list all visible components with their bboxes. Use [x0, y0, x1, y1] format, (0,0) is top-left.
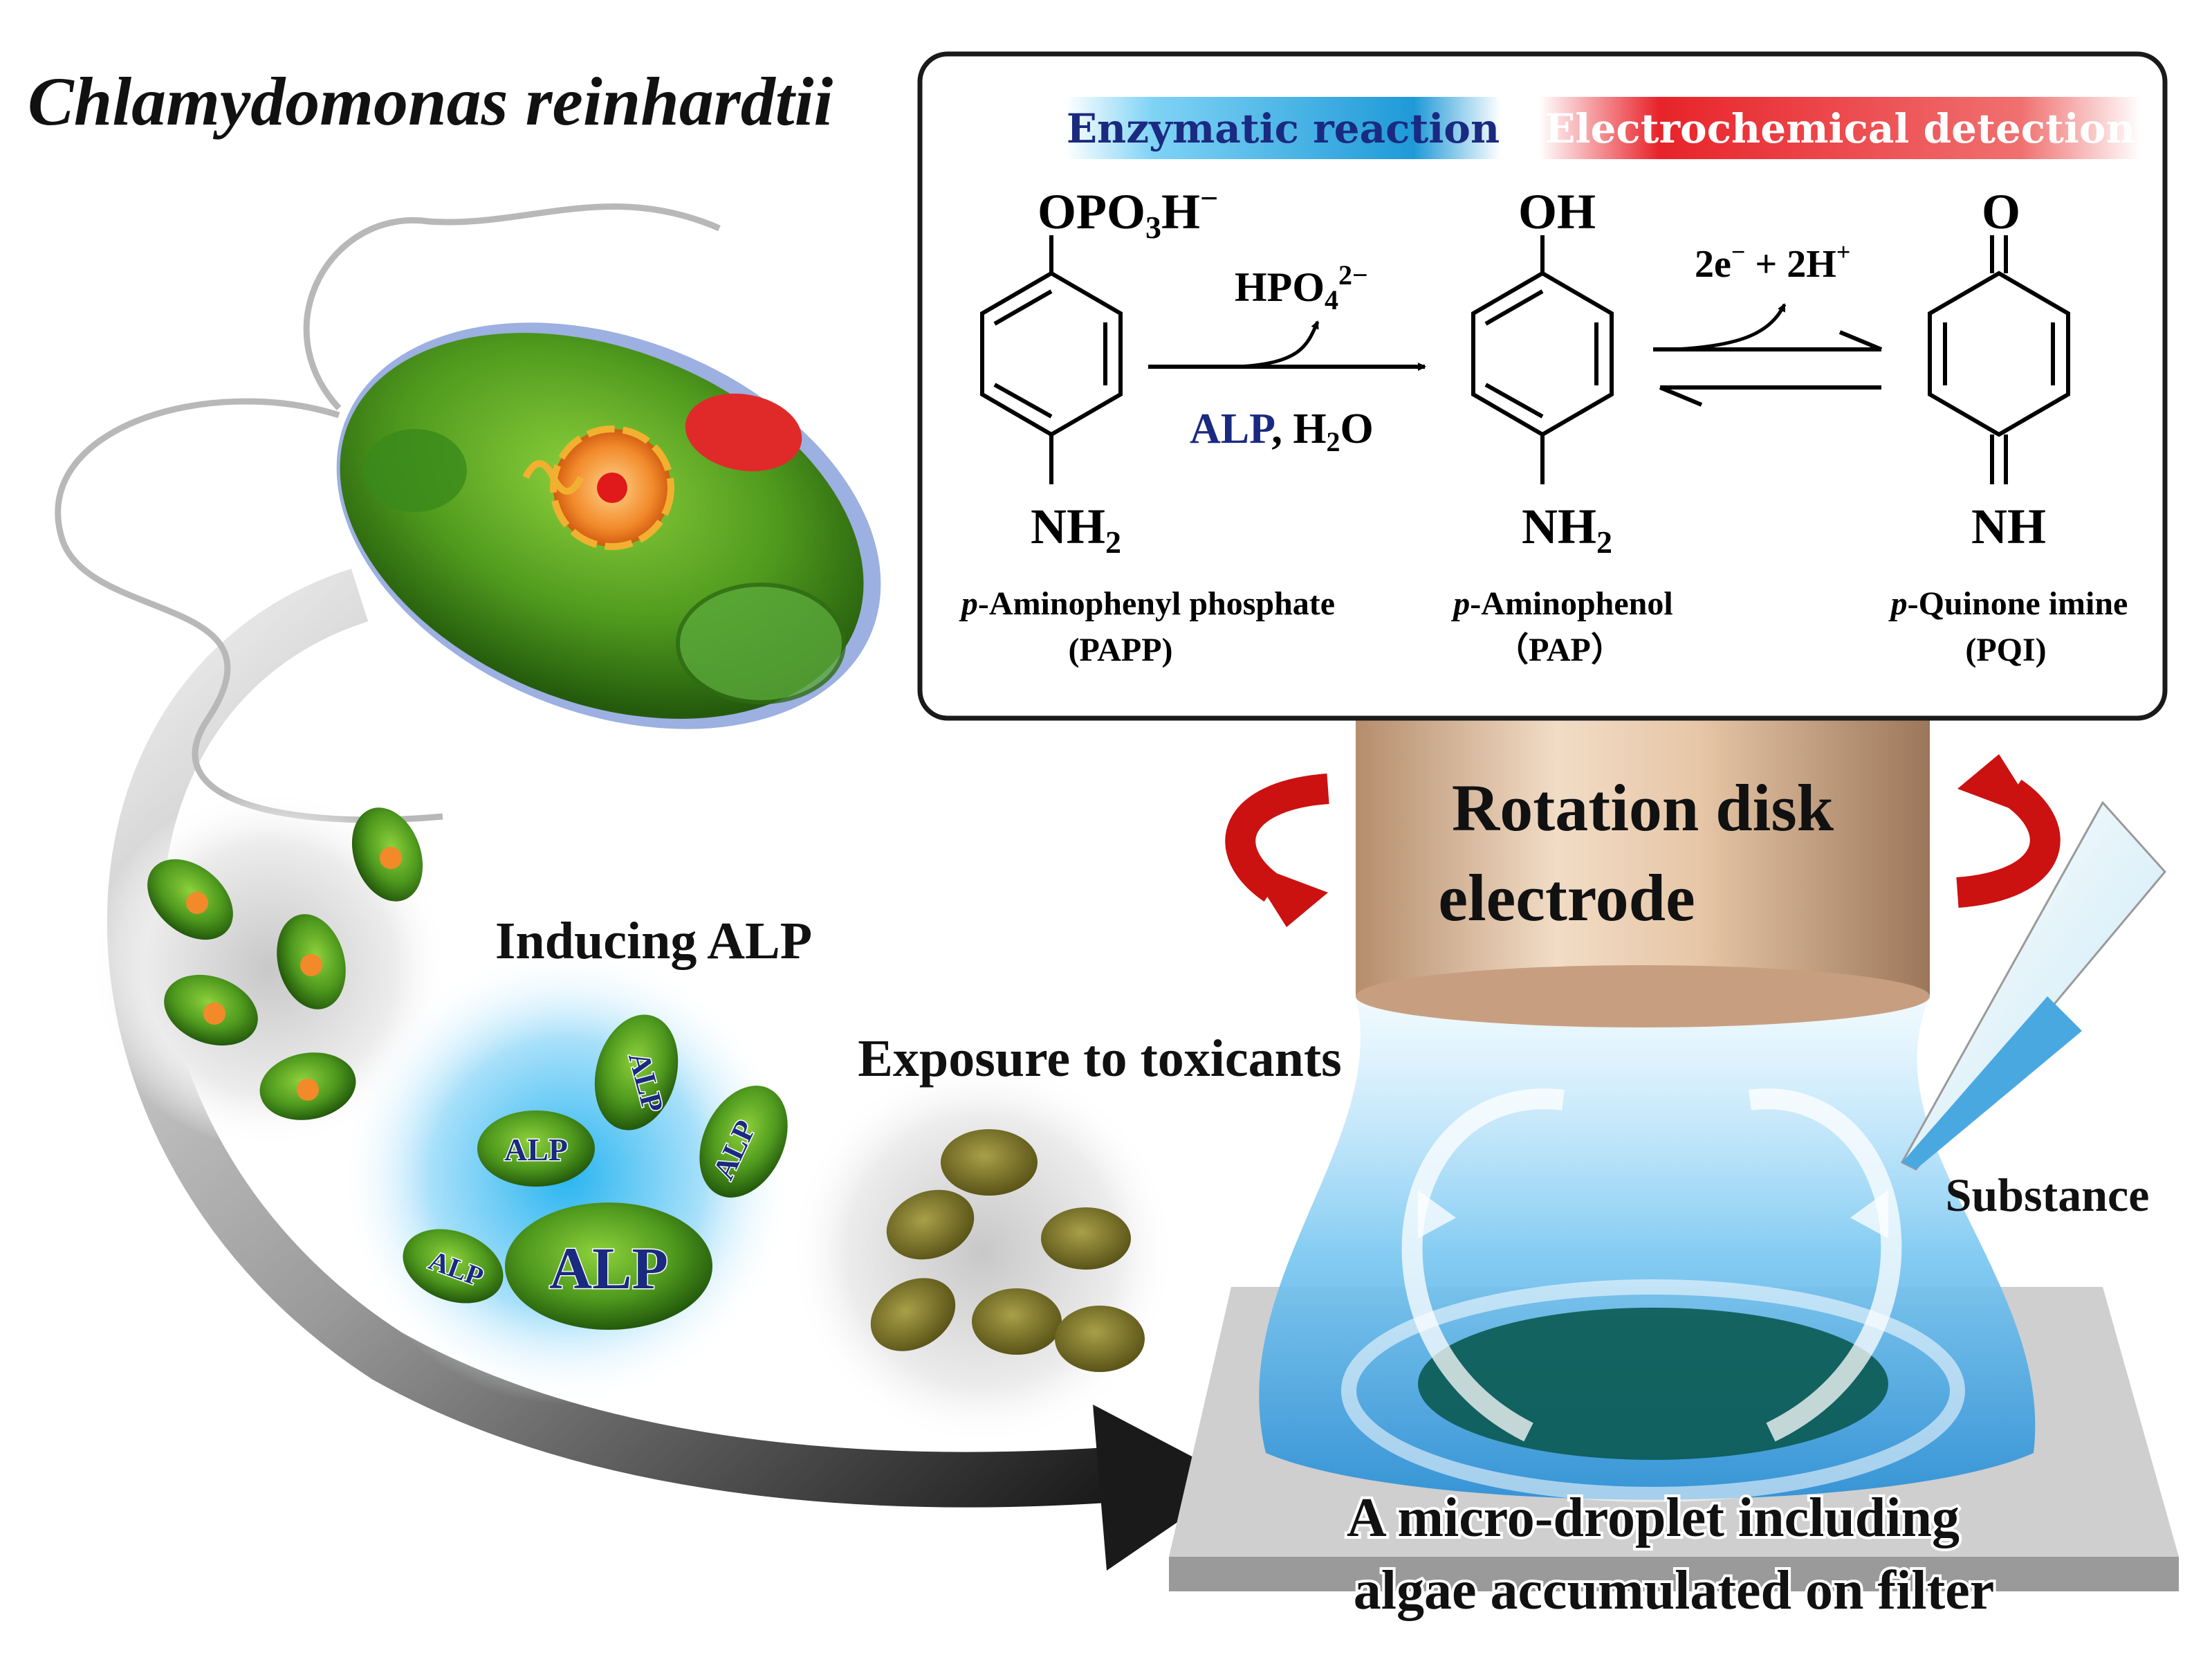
reaction-scheme-box: Enzymatic reaction Electrochemical detec…	[917, 51, 2168, 721]
exposed-algae-cluster	[789, 1059, 1176, 1446]
alp-condition: ALP, H2O	[1190, 405, 1374, 457]
chlamydomonas-cell-illustration	[55, 203, 881, 823]
pipette-tip-icon	[1900, 801, 2166, 1171]
process-flow-arrow	[107, 568, 1130, 1508]
rotation-arrow-left	[1225, 774, 1329, 927]
papp-bottom-group: NH2	[1031, 499, 1121, 560]
rotating-disk-electrode	[1356, 713, 1930, 1027]
droplet-label-line1: A micro-droplet including	[1347, 1488, 1960, 1548]
pqi-quinone-ring	[1928, 235, 2070, 484]
exposure-label: Exposure to toxicants	[858, 1030, 1342, 1088]
hpo4-byproduct: HPO42−	[1235, 259, 1368, 316]
electrode-label-line2: electrode	[1438, 861, 1695, 935]
electrode-label-line1: Rotation disk	[1452, 771, 1834, 845]
papp-name: p-Aminophenyl phosphate	[959, 585, 1335, 622]
micro-droplet	[1259, 996, 2036, 1502]
byproduct-release-curve	[1237, 320, 1320, 369]
electrochemical-detection-label: Electrochemical detection	[1545, 105, 2135, 152]
algae-cluster-1	[90, 789, 450, 1149]
pqi-abbr: (PQI)	[1965, 632, 2046, 668]
pap-top-group: OH	[1518, 184, 1596, 239]
pqi-bottom-group: NH	[1971, 499, 2046, 554]
inducing-alp-label: Inducing ALP	[495, 912, 812, 970]
pap-abbr: （PAP）	[1495, 632, 1624, 668]
electron-proton-label: 2e− + 2H+	[1695, 238, 1850, 286]
pqi-top-group: O	[1982, 184, 2020, 239]
alp-badge-2: ALP	[504, 1132, 568, 1167]
process-flow-arrowhead	[1093, 1405, 1238, 1571]
organism-title: Chlamydomonas reinhardtii	[28, 63, 833, 140]
pap-bottom-group: NH2	[1522, 499, 1612, 560]
alp-badge-5: ALP	[549, 1235, 668, 1301]
electron-release-curve	[1673, 303, 1787, 351]
droplet-label-line2: algae accumulated on filter	[1354, 1560, 1994, 1621]
alp-algae-cluster	[339, 948, 795, 1405]
reduction-arrow-head	[1659, 385, 1703, 407]
pap-name: p-Aminophenol	[1450, 585, 1672, 622]
papp-abbr: (PAPP)	[1068, 632, 1172, 668]
papp-benzene-ring	[980, 235, 1123, 484]
substance-label: Substance	[1946, 1169, 2150, 1221]
pqi-name: p-Quinone imine	[1888, 585, 2128, 622]
pap-benzene-ring	[1471, 235, 1614, 484]
rotation-arrow-right	[1956, 754, 2061, 908]
oxidation-arrow-head	[1838, 330, 1883, 351]
enzymatic-reaction-label: Enzymatic reaction	[1067, 105, 1500, 152]
papp-top-group: OPO3H−	[1038, 181, 1218, 245]
